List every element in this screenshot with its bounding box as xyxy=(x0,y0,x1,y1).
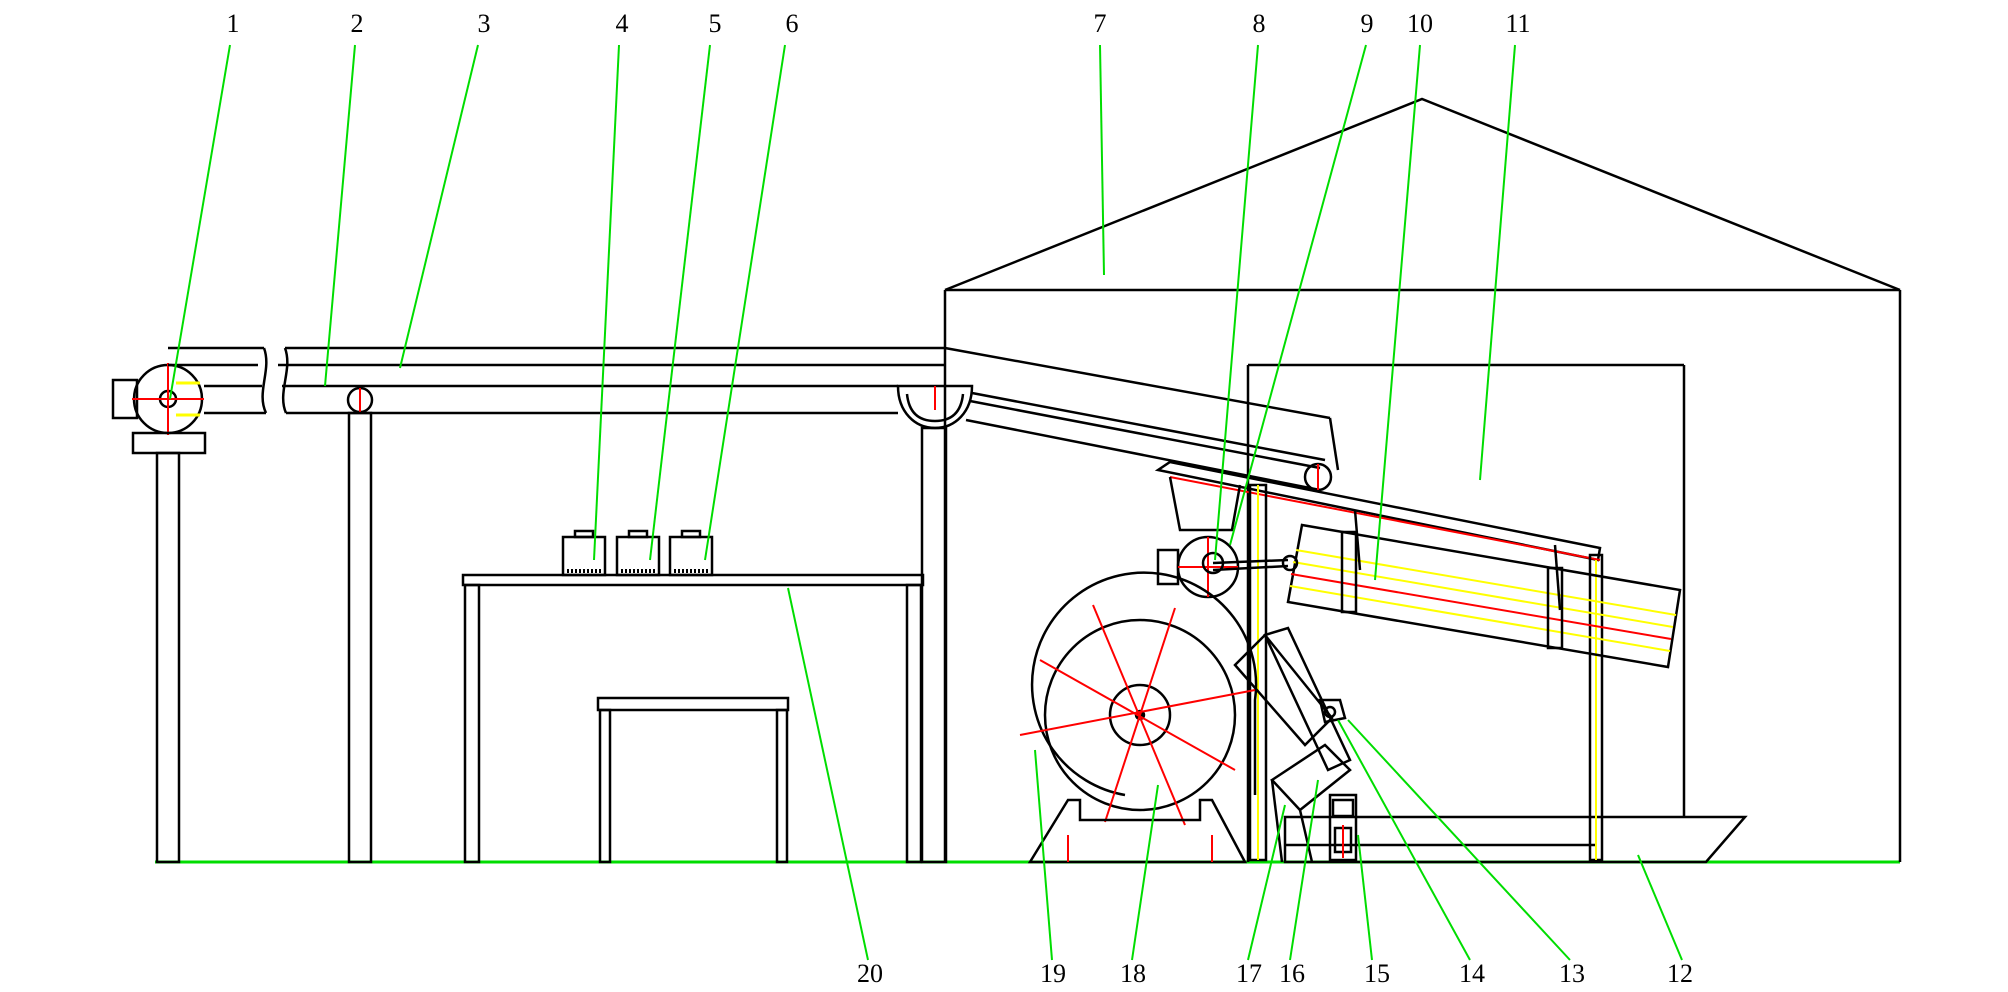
callout-label-17: 17 xyxy=(1236,959,1262,987)
callout-label-19: 19 xyxy=(1040,959,1066,987)
leader-line-8 xyxy=(1214,44,1259,561)
leader-line-19 xyxy=(1034,749,1053,961)
leader-line-11 xyxy=(1479,44,1516,481)
sample-box-5 xyxy=(615,529,661,577)
crank-drive xyxy=(1156,535,1299,599)
leader-line-5 xyxy=(649,44,711,561)
feed-chute xyxy=(1233,626,1352,863)
inclined-conveyor xyxy=(896,346,1340,864)
leader-line-20 xyxy=(787,587,869,961)
workbench xyxy=(461,573,925,864)
leader-line-18 xyxy=(1131,784,1159,961)
leader-line-6 xyxy=(704,44,786,561)
callout-label-1: 1 xyxy=(227,9,240,38)
leader-line-14 xyxy=(1337,719,1471,961)
callout-label-4: 4 xyxy=(616,9,629,38)
inner-room xyxy=(1246,363,1686,862)
callout-label-2: 2 xyxy=(351,9,364,38)
leader-line-15 xyxy=(1357,834,1373,961)
leader-line-9 xyxy=(1229,44,1367,546)
callout-label-15: 15 xyxy=(1364,959,1390,987)
callout-label-12: 12 xyxy=(1667,959,1693,987)
pump-unit xyxy=(1328,793,1358,862)
rotary-drum xyxy=(1286,509,1682,669)
callout-label-14: 14 xyxy=(1459,959,1485,987)
leader-line-1 xyxy=(169,44,231,400)
belt-conveyor xyxy=(168,346,945,864)
callout-label-10: 10 xyxy=(1407,9,1433,38)
callout-label-20: 20 xyxy=(857,959,883,987)
leader-line-3 xyxy=(399,44,479,369)
crusher-housing xyxy=(1019,571,1258,864)
callout-label-18: 18 xyxy=(1120,959,1146,987)
leader-line-17 xyxy=(1247,804,1286,961)
callout-label-11: 11 xyxy=(1505,9,1530,38)
callout-label-9: 9 xyxy=(1361,9,1374,38)
leader-line-4 xyxy=(593,44,620,561)
leader-line-2 xyxy=(324,44,356,387)
sample-box-6 xyxy=(668,529,714,577)
callout-label-7: 7 xyxy=(1094,9,1107,38)
callout-label-16: 16 xyxy=(1279,959,1305,987)
leader-line-13 xyxy=(1347,719,1571,961)
callout-label-3: 3 xyxy=(478,9,491,38)
drive-motor xyxy=(111,363,207,864)
callout-label-6: 6 xyxy=(786,9,799,38)
sample-box-4 xyxy=(561,529,607,577)
leader-line-7 xyxy=(1099,44,1105,276)
leader-lines xyxy=(169,44,1683,961)
callout-label-8: 8 xyxy=(1253,9,1266,38)
callout-label-13: 13 xyxy=(1559,959,1585,987)
leader-line-16 xyxy=(1289,779,1319,961)
callout-label-5: 5 xyxy=(709,9,722,38)
leader-line-12 xyxy=(1637,854,1683,961)
leader-line-10 xyxy=(1374,44,1421,581)
discharge-chute xyxy=(1283,815,1748,864)
building xyxy=(943,97,1902,862)
screen-frame xyxy=(1154,460,1604,862)
